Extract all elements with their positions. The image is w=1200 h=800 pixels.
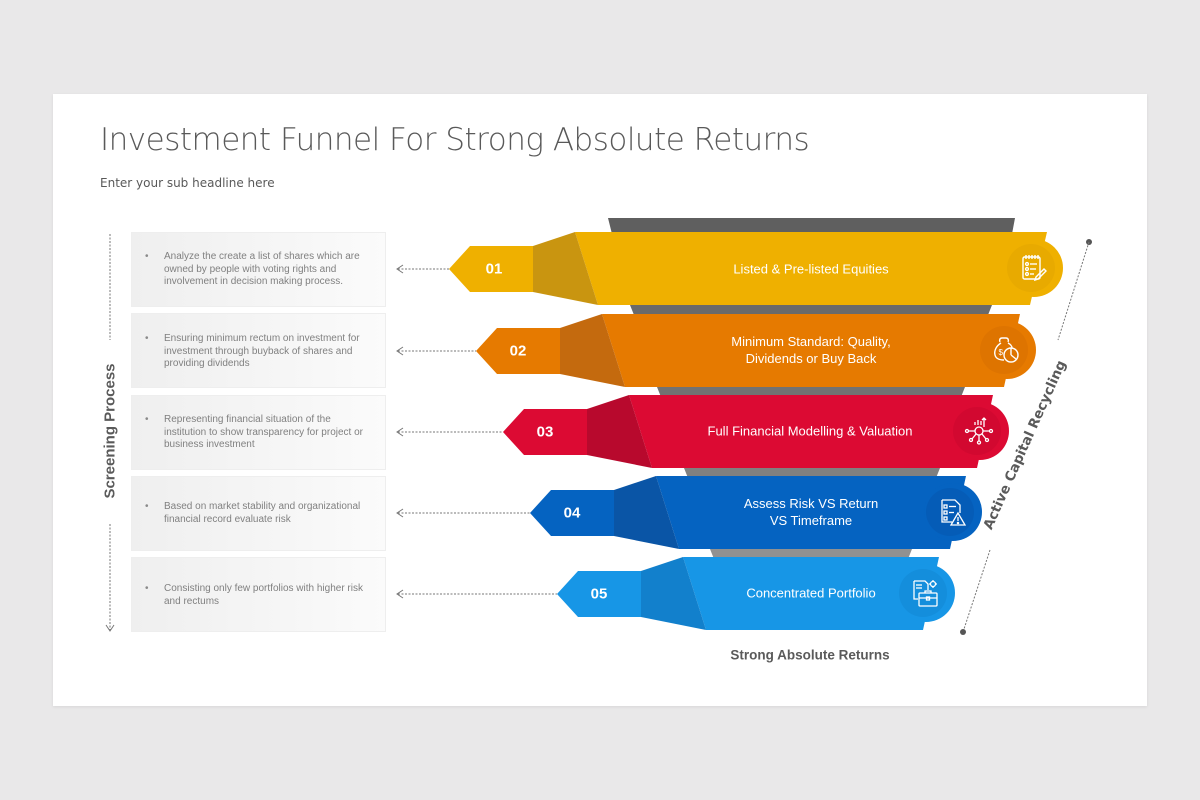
money-bag-icon: $ xyxy=(994,337,1019,363)
band-label-04: Assess Risk VS Return VS Timeframe xyxy=(743,496,879,528)
funnel-gap-1 xyxy=(630,305,992,315)
checklist-icon xyxy=(1022,255,1047,282)
funnel-band-05 xyxy=(557,557,939,630)
financial-network-icon xyxy=(964,417,994,445)
funnel-band-02 xyxy=(476,314,1020,387)
step-number-04: 04 xyxy=(563,504,581,522)
connector-lines xyxy=(398,268,557,595)
active-capital-recycling-line xyxy=(960,239,1092,635)
description-box-05: • Consisting only few portfolios with hi… xyxy=(131,557,386,632)
funnel-top-rim xyxy=(608,218,1015,234)
strong-absolute-returns-label: Strong Absolute Returns xyxy=(730,647,890,663)
band-label-03: Full Financial Modelling & Valuation xyxy=(707,423,913,439)
bullet: • xyxy=(145,333,149,344)
description-text: Analyze the create a list of shares whic… xyxy=(164,251,360,287)
risk-document-icon xyxy=(941,499,967,526)
description-text: Ensuring minimum rectum on investment fo… xyxy=(164,333,360,369)
step-number-02: 02 xyxy=(509,342,527,360)
portfolio-briefcase-icon xyxy=(913,580,938,607)
description-text: Representing financial situation of the … xyxy=(164,414,363,450)
bullet: • xyxy=(145,583,149,594)
slide-title: Investment Funnel For Strong Absolute Re… xyxy=(100,122,810,158)
slide-subtitle: Enter your sub headline here xyxy=(100,176,275,190)
connector-arrowheads xyxy=(396,264,404,599)
svg-text:$: $ xyxy=(999,348,1004,357)
funnel-band-03 xyxy=(503,395,993,468)
band-label-05: Concentrated Portfolio xyxy=(746,585,876,601)
funnel-gap-2 xyxy=(657,387,965,397)
funnel-gap-3 xyxy=(684,468,940,478)
funnel-band-04 xyxy=(530,476,966,549)
step-number-01: 01 xyxy=(485,260,503,278)
description-box-01: • Analyze the create a list of shares wh… xyxy=(131,232,386,307)
bullet: • xyxy=(145,501,149,512)
description-text: Based on market stability and organizati… xyxy=(164,501,361,525)
funnel-gap-4 xyxy=(710,549,912,559)
band-label-01: Listed & Pre-listed Equities xyxy=(733,261,889,277)
step-number-05: 05 xyxy=(590,585,608,603)
description-box-02: • Ensuring minimum rectum on investment … xyxy=(131,313,386,388)
bullet: • xyxy=(145,251,149,262)
bullet: • xyxy=(145,414,149,425)
description-text: Consisting only few portfolios with high… xyxy=(164,583,363,607)
description-box-03: • Representing financial situation of th… xyxy=(131,395,386,470)
funnel-band-01 xyxy=(449,232,1047,305)
band-label-02: Minimum Standard: Quality, Dividends or … xyxy=(731,334,891,366)
description-box-04: • Based on market stability and organiza… xyxy=(131,476,386,551)
step-number-03: 03 xyxy=(536,423,554,441)
